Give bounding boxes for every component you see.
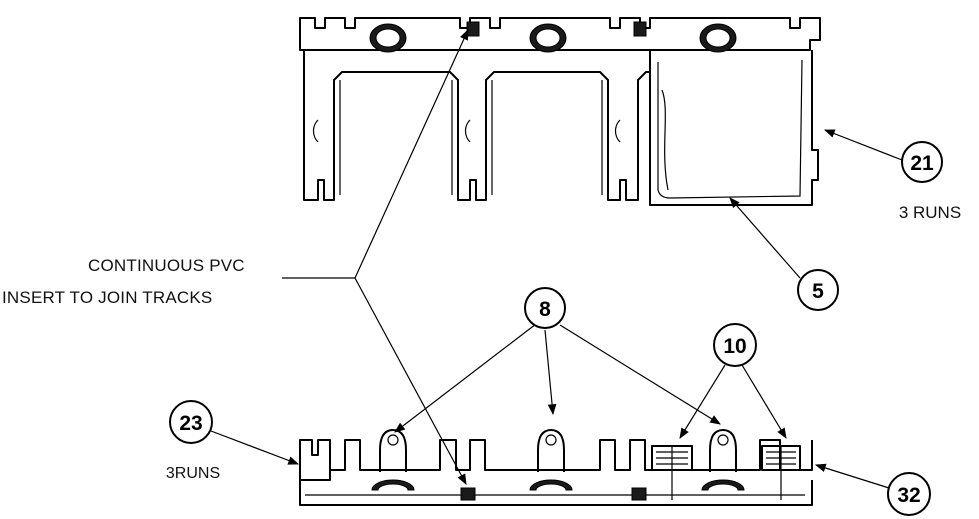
upper-track-assembly [299,17,821,206]
balloon-10: 10 [713,323,757,367]
runs-21-label: 3 RUNS [899,203,961,222]
balloon-8: 8 [524,287,566,329]
balloon-23-label: 23 [179,412,202,435]
upper-pvc-insert-1 [466,21,480,37]
lower-track-assembly [299,429,813,506]
lower-pvc-insert-1 [460,487,476,501]
balloon-21-label: 21 [910,152,934,175]
balloon-5-label: 5 [812,280,824,303]
connector-insert-1 [651,445,693,500]
upper-pvc-insert-2 [633,21,647,37]
balloon-21: 21 [901,141,943,183]
upper-keeper-2 [529,23,567,53]
lower-keeper-3 [701,429,745,491]
lower-keeper-1 [371,429,415,491]
balloon-8-label: 8 [539,298,551,321]
connector-insert-2 [761,445,801,500]
lower-pvc-insert-2 [631,487,647,501]
balloon-32: 32 [887,472,931,516]
upper-keeper-3 [699,23,737,53]
balloon-23: 23 [169,400,213,444]
balloon-10-label: 10 [723,335,746,358]
runs-23-label: 3RUNS [166,465,220,482]
lower-keeper-2 [529,429,573,491]
balloon-5: 5 [797,269,839,311]
balloon-32-label: 32 [897,484,920,507]
upper-keeper-1 [369,23,407,53]
leader-lines [210,29,903,489]
pvc-insert-note-line1: CONTINUOUS PVC [88,256,245,275]
pvc-insert-note-line2: INSERT TO JOIN TRACKS [2,288,213,307]
